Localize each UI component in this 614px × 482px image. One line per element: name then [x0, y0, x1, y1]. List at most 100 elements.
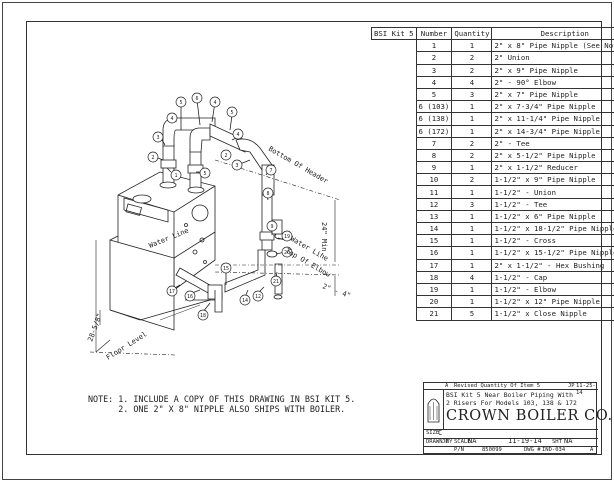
- rev-date: 11-25-14: [576, 383, 596, 396]
- tb-divider-2: [424, 438, 598, 439]
- part-description: 1-1/2" - Tee: [491, 197, 614, 211]
- kit-cell: [372, 162, 417, 174]
- callout-5a: 5: [179, 100, 182, 106]
- part-number: 6 (138): [415, 112, 453, 126]
- part-quantity: 2: [451, 63, 493, 77]
- part-quantity: 3: [451, 87, 493, 102]
- callout-19: 19: [284, 234, 290, 240]
- part-description: 2" - Tee: [491, 136, 614, 150]
- callout-14: 14: [242, 298, 248, 304]
- callout-18: 18: [200, 313, 206, 319]
- part-number: 3: [415, 63, 453, 77]
- drawing-title-line1: BSI Kit 5 Near Boiler Piping With: [446, 391, 573, 399]
- kit-cell: [372, 149, 417, 161]
- part-description: 1-1/2" x 6" Pipe Nipple: [491, 209, 614, 224]
- callout-5c: 5: [203, 171, 206, 177]
- part-quantity: 1: [451, 295, 493, 309]
- callout-8: 8: [266, 191, 269, 197]
- kit-cell: [372, 247, 417, 259]
- callout-20: 20: [284, 250, 290, 256]
- kit-cell: [372, 235, 417, 247]
- revision-row: A Revised Quantity Of Item 5 JP 11-25-14: [424, 383, 598, 396]
- part-quantity: 2: [451, 173, 493, 187]
- header-number: Number: [415, 26, 453, 41]
- part-description: 2" x 7" Pipe Nipple: [491, 87, 614, 102]
- part-description: 2" x 8" Pipe Nipple (See Note 2): [491, 39, 614, 53]
- kit-cell: [372, 64, 417, 76]
- part-quantity: 2: [451, 148, 493, 163]
- part-number: 6 (172): [415, 124, 453, 138]
- callout-4b: 4: [236, 132, 239, 138]
- part-number: 1: [415, 39, 453, 53]
- kit-cell: [372, 137, 417, 149]
- tb-divider-1: [424, 429, 598, 430]
- part-number: 13: [415, 209, 453, 224]
- part-number: 17: [415, 258, 453, 272]
- part-number: 12: [415, 197, 453, 211]
- part-label: P/N: [454, 447, 464, 453]
- part-description: 1-1/2" - Cap: [491, 270, 614, 284]
- part-description: 2" x 1-1/2" - Hex Bushing: [491, 258, 614, 272]
- part-number: 7: [415, 136, 453, 150]
- parts-table-header: BSI Kit 5 Number Quantity Description: [371, 26, 614, 41]
- part-description: 2" x 1-1/2" Reducer: [491, 161, 614, 175]
- kit-cell: [372, 198, 417, 210]
- callout-7a: 7: [269, 168, 272, 174]
- kit-cell: [372, 210, 417, 222]
- part-description: 2" Union: [491, 51, 614, 65]
- part-quantity: 3: [451, 197, 493, 211]
- size-label: SIZE: [426, 430, 440, 436]
- callout-4c: 4: [170, 116, 173, 122]
- kit-cell: [372, 52, 417, 64]
- callout-2b: 2: [224, 153, 227, 159]
- note-2: 2. ONE 2" X 8" NIPPLE ALSO SHIPS WITH BO…: [118, 404, 346, 414]
- part-description: 2" x 7-3/4" Pipe Nipple: [491, 100, 614, 114]
- kit-cell: [372, 76, 417, 88]
- part-description: 1-1/2" x Close Nipple: [491, 307, 614, 321]
- parts-table-body: 112" x 8" Pipe Nipple (See Note 2)222" U…: [372, 39, 614, 321]
- kit-cell: [372, 259, 417, 271]
- company-name: CROWN BOILER CO.: [446, 408, 613, 424]
- header-description: Description: [491, 26, 614, 41]
- rev-cell: A: [590, 447, 594, 453]
- part-quantity: 1: [451, 161, 493, 175]
- size-value: C: [438, 429, 443, 437]
- part-quantity: 1: [451, 39, 493, 53]
- part-quantity: 1: [451, 124, 493, 138]
- note-line-1: NOTE: 1. INCLUDE A COPY OF THIS DRAWING …: [88, 394, 355, 404]
- part-quantity: 1: [451, 258, 493, 272]
- kit-cell: [372, 40, 417, 52]
- part-number: 6 (103): [415, 100, 453, 114]
- part-number: 20: [415, 295, 453, 309]
- dwg-label: DWG #: [524, 447, 541, 453]
- kit-cell: [372, 271, 417, 283]
- scale-label: SCALE: [454, 439, 471, 445]
- part-number: 8: [415, 148, 453, 163]
- callout-15: 15: [223, 266, 229, 272]
- header-quantity: Quantity: [451, 26, 493, 41]
- part-description: 2" x 9" Pipe Nipple: [491, 63, 614, 77]
- part-quantity: 4: [451, 270, 493, 284]
- table-row: 112" x 8" Pipe Nipple (See Note 2): [372, 39, 614, 53]
- drawing-title-line2: 2 Risers For Models 103, 138 & 172: [446, 399, 577, 407]
- part-description: 2" x 11-1/4" Pipe Nipple: [491, 112, 614, 126]
- part-description: 1-1/2" x 15-1/2" Pipe Nipple: [491, 246, 614, 260]
- note-line-2: 2. ONE 2" X 8" NIPPLE ALSO SHIPS WITH BO…: [88, 404, 355, 414]
- date-value: 11-19-14: [508, 437, 542, 445]
- header-kit: BSI Kit 5: [371, 26, 417, 41]
- notes-label: NOTE:: [88, 394, 114, 404]
